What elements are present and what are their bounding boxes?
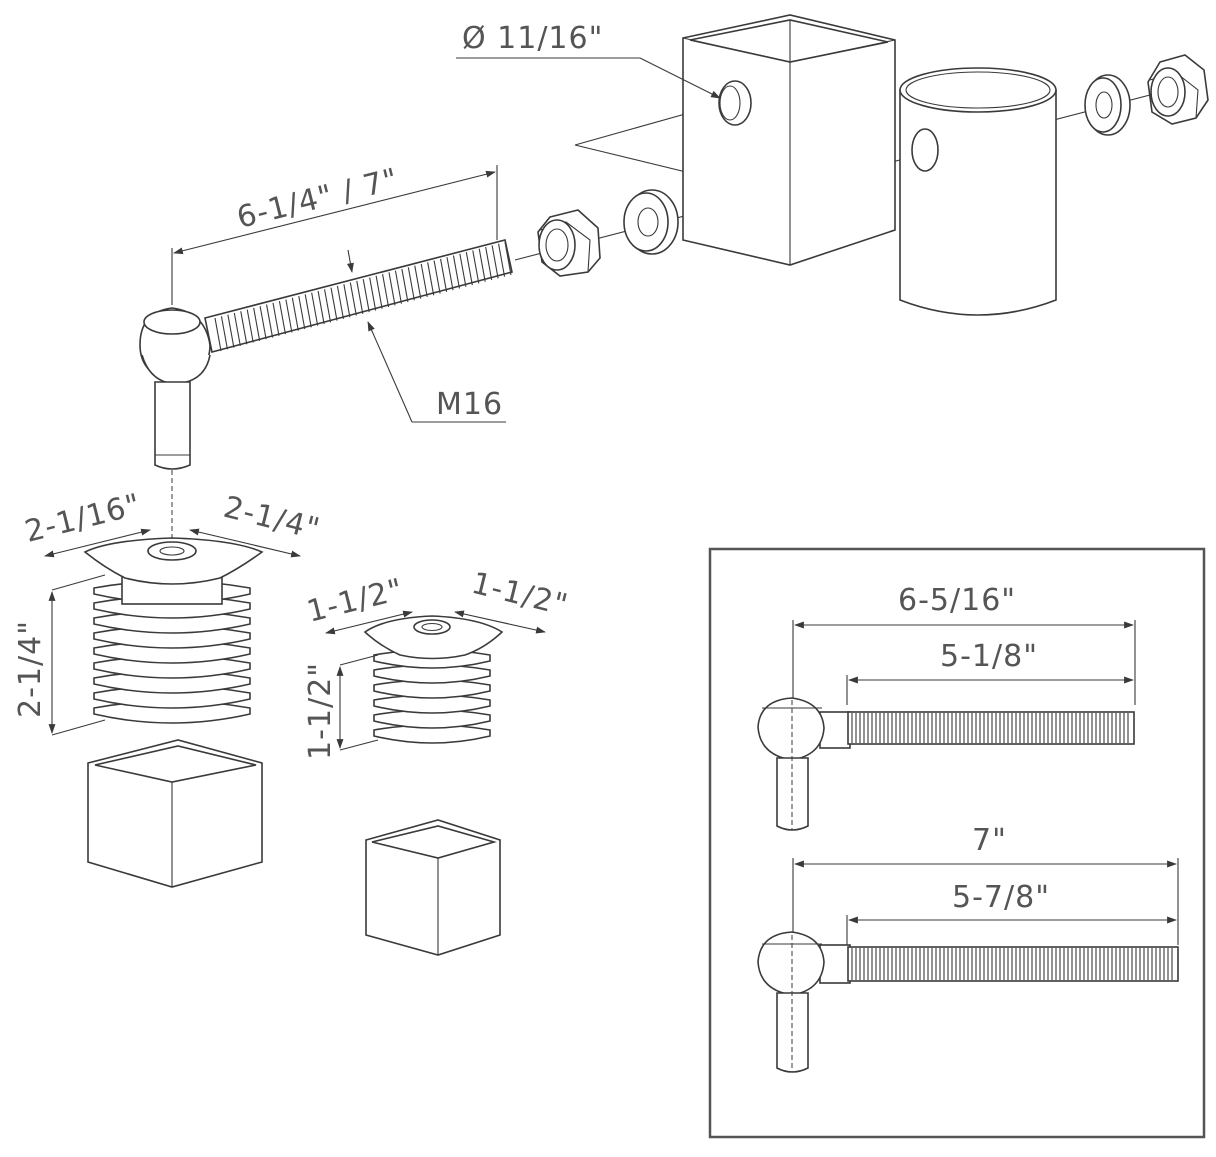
small-cap-width-b-label: 1-1/2" bbox=[468, 566, 572, 624]
small-cap-height-label: 1-1/2" bbox=[303, 662, 338, 760]
large-cap-height-label: 2-1/4" bbox=[13, 620, 48, 718]
rear-nut bbox=[1147, 54, 1209, 125]
short-overall-label: 6-5/16" bbox=[898, 583, 1016, 618]
small-cap-insert bbox=[363, 615, 504, 744]
long-overall-label: 7" bbox=[972, 823, 1007, 858]
inset-long-bolt: 7" 5-7/8" bbox=[757, 823, 1179, 1073]
hole-diameter-callout: Ø 11/16" bbox=[456, 21, 721, 99]
small-square-tube bbox=[365, 819, 501, 956]
short-thread-label: 5-1/8" bbox=[940, 639, 1038, 674]
square-post bbox=[682, 14, 896, 266]
inset-short-bolt: 6-5/16" 5-1/8" bbox=[757, 583, 1136, 831]
hole-diameter-label: Ø 11/16" bbox=[462, 21, 603, 56]
inset-frame bbox=[708, 547, 1206, 1139]
large-cap-width-a-label: 2-1/16" bbox=[21, 487, 144, 550]
hinge-bolt bbox=[139, 239, 513, 470]
large-square-tube bbox=[87, 739, 263, 888]
bolt-length-label: 6-1/4" / 7" bbox=[233, 162, 402, 236]
round-post-hole bbox=[911, 128, 939, 172]
rear-washer bbox=[1084, 74, 1131, 136]
front-nut bbox=[537, 209, 601, 277]
large-cap-insert bbox=[83, 537, 264, 724]
large-cap-width-b-label: 2-1/4" bbox=[220, 490, 324, 548]
front-washer bbox=[623, 189, 679, 255]
thread-callout: M16 bbox=[346, 249, 506, 423]
thread-label: M16 bbox=[436, 387, 503, 422]
post-hole bbox=[718, 80, 752, 126]
long-thread-label: 5-7/8" bbox=[952, 880, 1050, 915]
round-post bbox=[899, 67, 1057, 316]
